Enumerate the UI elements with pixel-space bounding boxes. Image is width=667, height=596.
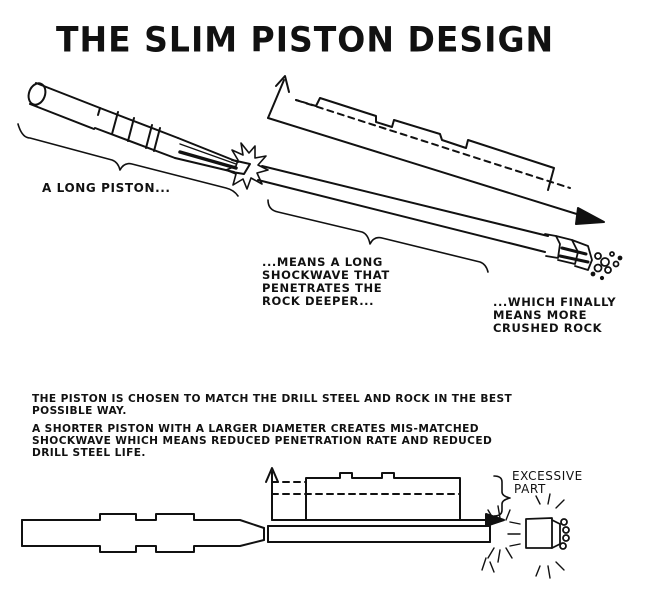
label-crushed-rock: ...WHICH FINALLY MEANS MORE CRUSHED ROCK: [493, 295, 617, 335]
drill-bit-bottom: [508, 518, 569, 549]
bracket-long-piston: [18, 124, 238, 196]
label-excessive-part: EXCESSIVE PART: [512, 469, 583, 496]
shockwave-graph-bottom: [266, 468, 510, 526]
short-piston-illustration: [22, 514, 264, 552]
drill-steel-top: [258, 166, 548, 252]
paragraph-shorter-piston: A SHORTER PISTON WITH A LARGER DIAMETER …: [32, 423, 493, 459]
label-long-shockwave: ...MEANS A LONG SHOCKWAVE THAT PENETRATE…: [262, 255, 390, 308]
shockwave-graph-top: [268, 76, 604, 224]
page-title: THE SLIM PISTON DESIGN: [56, 19, 555, 60]
impact-marks-bottom: [482, 494, 564, 578]
paragraph-best-match: THE PISTON IS CHOSEN TO MATCH THE DRILL …: [32, 393, 513, 417]
label-long-piston: A LONG PISTON...: [42, 181, 171, 195]
drill-steel-bottom: [268, 526, 490, 542]
impact-burst: [226, 143, 268, 189]
long-piston-illustration: [26, 81, 250, 174]
bracket-shockwave: [268, 200, 488, 272]
drill-bit-top: [545, 234, 622, 279]
